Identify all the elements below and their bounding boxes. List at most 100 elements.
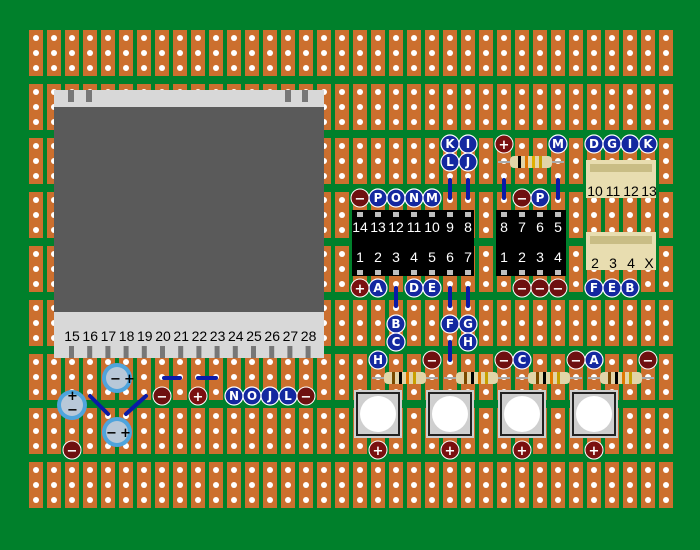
socket-pin-number: 13 [641, 183, 657, 199]
strip-hole [285, 50, 291, 56]
strip-hole [195, 497, 201, 503]
strip-hole [483, 104, 489, 110]
strip-hole [339, 119, 345, 125]
strip-hole [33, 173, 39, 179]
strip-hole [321, 428, 327, 434]
pot-minus-label-3: − [106, 426, 117, 441]
strip-hole [321, 35, 327, 41]
strip-hole [411, 443, 417, 449]
strip-hole [87, 50, 93, 56]
lcd-pin-number: 17 [101, 328, 117, 344]
ic-pin-number: 4 [554, 249, 562, 265]
ic-pin-number: 1 [356, 249, 364, 265]
strip-hole [303, 428, 309, 434]
ic-pin-number: 10 [424, 219, 440, 235]
strip-hole [357, 104, 363, 110]
resistor [510, 156, 552, 168]
net-label-text: N [409, 191, 419, 205]
strip-hole [33, 89, 39, 95]
power-terminal-text: + [193, 390, 204, 405]
ground-terminal [548, 278, 568, 298]
strip-hole [609, 467, 615, 473]
strip-hole [483, 50, 489, 56]
strip-hole [339, 428, 345, 434]
strip-hole [465, 119, 471, 125]
strip-hole [501, 482, 507, 488]
strip-hole [285, 359, 291, 365]
strip-hole [591, 197, 597, 203]
strip-hole [339, 197, 345, 203]
strip-hole [87, 482, 93, 488]
strip-hole [519, 335, 525, 341]
strip-hole [339, 227, 345, 233]
strip-hole [627, 104, 633, 110]
strip-hole [267, 374, 273, 380]
pot-minus-label-2: − [67, 403, 78, 418]
strip-hole [483, 281, 489, 287]
strip-hole [411, 428, 417, 434]
power-terminal [368, 440, 388, 460]
strip-hole [33, 320, 39, 326]
strip-hole [339, 482, 345, 488]
strip-hole [87, 497, 93, 503]
strip-hole [249, 65, 255, 71]
strip-hole [267, 428, 273, 434]
ground-terminal-text: − [301, 390, 312, 405]
strip-hole [285, 65, 291, 71]
ground-terminal-text: − [427, 354, 438, 369]
lcd-screen [54, 107, 324, 312]
strip-hole [339, 251, 345, 257]
strip-hole [555, 50, 561, 56]
strip-hole [411, 173, 417, 179]
strip-hole [429, 173, 435, 179]
strip-hole [357, 50, 363, 56]
ic-pin-number: 14 [352, 219, 368, 235]
strip-hole [159, 50, 165, 56]
strip-hole [51, 359, 57, 365]
strip-hole [177, 428, 183, 434]
strip-hole [339, 281, 345, 287]
strip-hole [537, 497, 543, 503]
strip-hole [573, 251, 579, 257]
socket-pin-number: 4 [627, 255, 635, 271]
strip-hole [249, 443, 255, 449]
strip-hole [339, 212, 345, 218]
strip-hole [177, 482, 183, 488]
strip-hole [303, 497, 309, 503]
strip-hole [663, 50, 669, 56]
strip-hole [573, 158, 579, 164]
strip-hole [627, 443, 633, 449]
power-terminal-text: + [499, 138, 510, 153]
strip-hole [483, 251, 489, 257]
strip-hole [321, 467, 327, 473]
strip-hole [159, 35, 165, 41]
strip-hole [663, 158, 669, 164]
strip-hole [447, 497, 453, 503]
strip-hole [33, 227, 39, 233]
ic-pin-number: 8 [500, 219, 508, 235]
strip-hole [573, 197, 579, 203]
strip-hole [357, 335, 363, 341]
strip-hole [231, 50, 237, 56]
strip-hole [501, 35, 507, 41]
net-label-text: I [628, 137, 632, 151]
strip-hole [519, 482, 525, 488]
strip-hole [51, 35, 57, 41]
strip-hole [555, 35, 561, 41]
strip-hole [609, 335, 615, 341]
strip-hole [393, 359, 399, 365]
jumper-wires [162, 178, 560, 380]
strip-hole [267, 35, 273, 41]
net-label-text: K [643, 137, 653, 151]
strip-hole [123, 482, 129, 488]
strip-hole [519, 119, 525, 125]
strip-hole [483, 119, 489, 125]
strip-hole [51, 413, 57, 419]
strip-hole [591, 119, 597, 125]
net-label-e [422, 278, 442, 298]
strip-hole [231, 443, 237, 449]
ground-terminal-text: − [553, 282, 564, 297]
strip-hole [393, 443, 399, 449]
power-terminal-text: + [355, 282, 366, 297]
strip-hole [375, 50, 381, 56]
